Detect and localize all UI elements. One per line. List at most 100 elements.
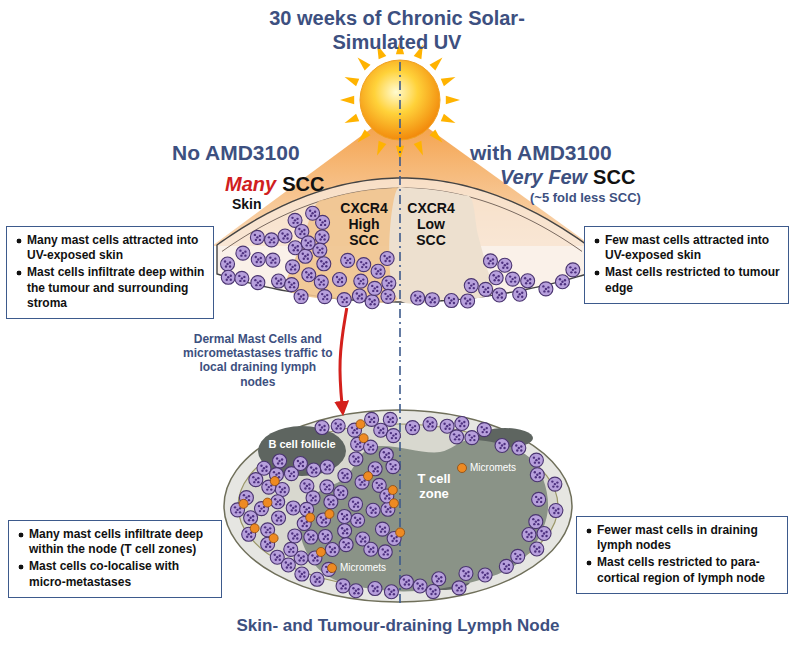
granule (312, 538, 314, 540)
granule (265, 483, 267, 485)
granule (534, 471, 536, 473)
granule (274, 257, 276, 259)
granule (520, 449, 522, 451)
granule (384, 551, 386, 553)
granule (323, 483, 325, 485)
granule (275, 503, 277, 505)
granule (293, 475, 295, 477)
granule (342, 541, 344, 543)
granule (449, 302, 451, 304)
granule (448, 423, 450, 425)
mast-cell-body (357, 258, 371, 272)
granule (289, 475, 291, 477)
mast-cell-body (272, 274, 286, 288)
mast-cell-body (293, 456, 307, 470)
granule (312, 534, 314, 536)
granule (226, 279, 228, 281)
granule (538, 550, 540, 552)
mast-cell (375, 522, 389, 536)
mast-cell (530, 542, 544, 556)
granule (473, 439, 475, 441)
granule (357, 588, 359, 590)
node-label: CXCR4 Low SCC (404, 200, 458, 248)
granule (276, 556, 278, 558)
sun-ray (358, 58, 371, 71)
granule (260, 507, 262, 509)
t-cell-zone-outline (300, 440, 548, 591)
mast-cell (406, 421, 420, 435)
granule (225, 265, 227, 267)
mast-cell-body (399, 575, 413, 589)
granule (390, 280, 392, 282)
granule (284, 487, 286, 489)
granule (376, 590, 378, 592)
granule (388, 452, 390, 454)
mast-cell (281, 558, 295, 572)
granule (498, 442, 500, 444)
granule (323, 463, 325, 465)
granule (285, 561, 287, 563)
granule (254, 279, 256, 281)
granule (455, 436, 457, 438)
granule (392, 434, 394, 436)
granule (467, 575, 469, 577)
granule (356, 431, 358, 433)
granule (319, 238, 321, 240)
granule (352, 587, 354, 589)
granule (293, 282, 295, 284)
granule (346, 477, 348, 479)
granule (379, 525, 381, 527)
granule (374, 287, 376, 289)
t-zone-shape (300, 440, 548, 591)
granule (383, 492, 385, 494)
granule (353, 460, 355, 462)
granule (482, 576, 484, 578)
mast-cell-body (498, 258, 512, 272)
granule (337, 489, 339, 491)
granule (382, 431, 384, 433)
granule (508, 568, 510, 570)
granule (384, 530, 386, 532)
granule (514, 553, 516, 555)
granule (329, 546, 331, 548)
granule (326, 486, 328, 488)
mast-cell-body (273, 454, 287, 468)
mast-cell-body (383, 412, 397, 426)
granule (328, 468, 330, 470)
mast-cell-body (365, 412, 379, 426)
granule (372, 590, 374, 592)
mast-cell-body (336, 579, 350, 593)
granule (317, 251, 319, 253)
granule (542, 285, 544, 287)
granule (303, 482, 305, 484)
granule (322, 533, 324, 535)
granule (461, 422, 463, 424)
granule (543, 290, 545, 292)
granule (297, 249, 299, 251)
granule (458, 420, 460, 422)
granule (298, 559, 300, 561)
lymph-capsule (224, 410, 572, 602)
granule (364, 540, 366, 542)
granule (493, 279, 495, 281)
mast-cell-body (452, 581, 466, 595)
granule (346, 532, 348, 534)
mast-cell-body (315, 230, 329, 244)
granule (257, 281, 259, 283)
granule (540, 501, 542, 503)
granule (497, 279, 499, 281)
granule (431, 425, 433, 427)
granule (319, 283, 321, 285)
granule (556, 481, 558, 483)
granule (574, 267, 576, 269)
granule (315, 471, 317, 473)
mast-cell-body (337, 293, 351, 307)
granule (408, 583, 410, 585)
granule (290, 472, 292, 474)
granule (337, 281, 339, 283)
granule (310, 466, 312, 468)
granule (374, 512, 376, 514)
granule (496, 291, 498, 293)
label-holder: (~5 fold less SCC) (530, 190, 641, 206)
mast-cell-body (381, 289, 395, 303)
